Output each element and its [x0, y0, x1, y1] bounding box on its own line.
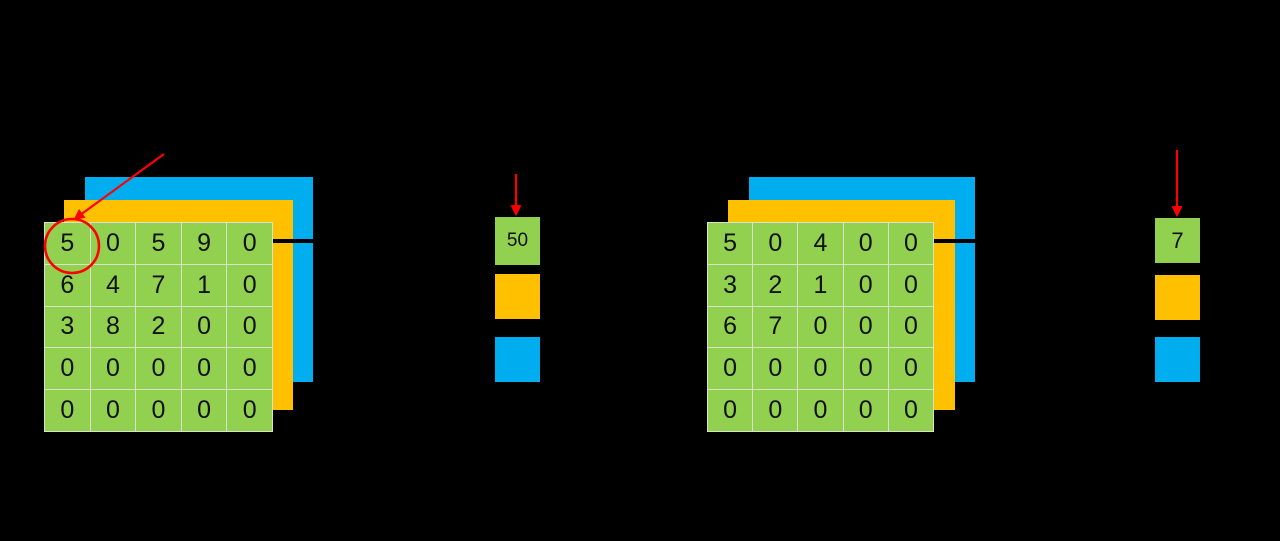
matrix-cell: 0 — [753, 223, 798, 264]
matrix-cell: 0 — [843, 264, 888, 306]
right-matrix-edge-line — [934, 239, 975, 243]
right-matrix-grid: 5 0 4 0 0 3 2 1 0 0 6 7 0 0 0 0 0 0 0 0 … — [707, 222, 934, 432]
matrix-cell: 0 — [90, 390, 136, 431]
matrix-cell: 0 — [888, 348, 933, 390]
matrix-cell: 0 — [227, 390, 272, 431]
matrix-cell: 0 — [181, 306, 227, 348]
right-vector-box-green: 7 — [1155, 218, 1200, 263]
right-vector-box-yellow — [1155, 275, 1200, 320]
matrix-cell: 0 — [136, 390, 181, 431]
matrix-cell: 7 — [136, 264, 181, 306]
matrix-cell: 0 — [753, 390, 798, 431]
matrix-cell: 0 — [708, 348, 753, 390]
matrix-cell: 5 — [136, 223, 181, 264]
matrix-cell: 0 — [888, 264, 933, 306]
matrix-cell: 0 — [45, 348, 90, 390]
matrix-cell: 0 — [798, 348, 843, 390]
matrix-cell: 0 — [227, 223, 272, 264]
matrix-cell: 5 — [708, 223, 753, 264]
left-matrix-edge-line — [273, 239, 313, 243]
matrix-cell: 0 — [888, 306, 933, 348]
matrix-cell: 8 — [90, 306, 136, 348]
matrix-cell: 2 — [136, 306, 181, 348]
matrix-cell: 0 — [888, 223, 933, 264]
matrix-cell: 6 — [708, 306, 753, 348]
matrix-cell: 0 — [90, 348, 136, 390]
matrix-cell: 4 — [798, 223, 843, 264]
matrix-cell: 0 — [843, 306, 888, 348]
matrix-cell: 1 — [798, 264, 843, 306]
matrix-cell: 0 — [227, 348, 272, 390]
matrix-cell: 0 — [798, 306, 843, 348]
matrix-cell: 7 — [753, 306, 798, 348]
matrix-cell: 0 — [798, 390, 843, 431]
left-vector-box-yellow — [495, 274, 540, 319]
matrix-cell: 9 — [181, 223, 227, 264]
matrix-cell: 0 — [181, 390, 227, 431]
left-vector-group: 50 — [0, 0, 600, 460]
right-vector-box-blue — [1155, 337, 1200, 382]
matrix-cell: 0 — [888, 390, 933, 431]
matrix-cell: 1 — [181, 264, 227, 306]
left-vector-box-green: 50 — [495, 217, 540, 265]
matrix-cell: 0 — [227, 264, 272, 306]
right-matrix-group: 5 0 4 0 0 3 2 1 0 0 6 7 0 0 0 0 0 0 0 0 … — [707, 177, 975, 432]
matrix-cell: 3 — [45, 306, 90, 348]
matrix-cell: 0 — [136, 348, 181, 390]
right-vector-group: 7 — [1155, 218, 1200, 382]
matrix-cell: 0 — [843, 223, 888, 264]
left-vector-box-blue — [495, 337, 540, 382]
matrix-cell: 0 — [753, 348, 798, 390]
matrix-cell: 2 — [753, 264, 798, 306]
matrix-cell: 0 — [843, 348, 888, 390]
matrix-cell: 0 — [227, 306, 272, 348]
left-matrix-group: 5 0 5 9 0 6 4 7 1 0 3 8 2 0 0 0 0 0 0 0 … — [0, 0, 340, 460]
matrix-cell: 0 — [708, 390, 753, 431]
matrix-cell: 3 — [708, 264, 753, 306]
matrix-cell: 0 — [45, 390, 90, 431]
matrix-cell: 0 — [843, 390, 888, 431]
matrix-cell: 0 — [181, 348, 227, 390]
